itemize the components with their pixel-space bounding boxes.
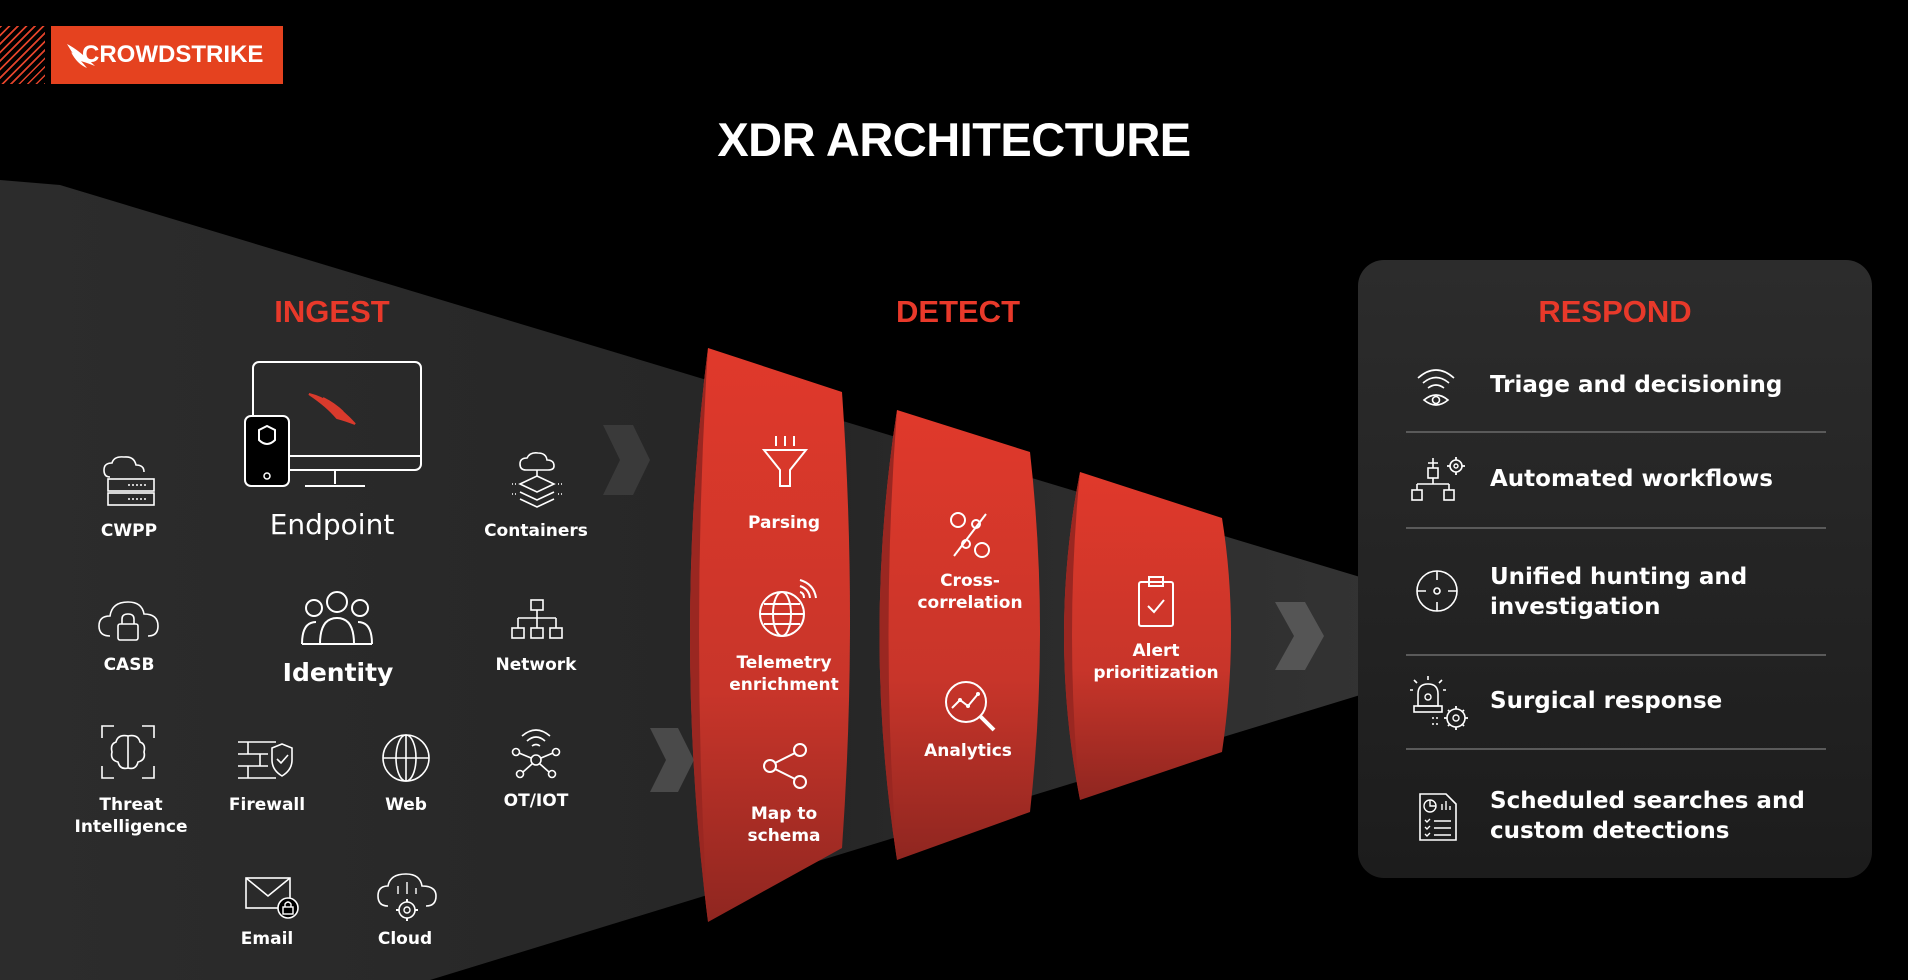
cloud-label: Cloud [377, 929, 433, 949]
ot-iot-network-icon [511, 729, 561, 779]
cross-correlation-percent-icon [950, 512, 990, 558]
report-checklist-icon [1419, 793, 1457, 841]
analytics-magnifier-icon [945, 681, 996, 732]
identity-label: Identity [282, 658, 394, 687]
web-label: Web [385, 795, 427, 815]
containers-stack-icon [512, 452, 562, 508]
falcon-logo-icon [67, 44, 95, 68]
chevron-arrow-3 [1275, 602, 1324, 670]
alert-prioritization-label: Alert prioritization [1093, 641, 1219, 683]
network-label: Network [495, 655, 577, 675]
threat-intelligence-label: Threat Intelligence [74, 795, 188, 837]
telemetry-globe-signal-icon [759, 579, 817, 637]
cwpp-cloud-server-icon [103, 456, 155, 506]
casb-cloud-lock-icon [98, 601, 159, 641]
respond-item-scheduled: Scheduled searches and custom detections [1490, 788, 1805, 844]
telemetry-enrichment-label: Telemetry enrichment [729, 653, 839, 695]
casb-label: CASB [103, 655, 155, 675]
parsing-label: Parsing [747, 513, 821, 533]
ot-iot-label: OT/IOT [503, 791, 569, 811]
alert-clipboard-check-icon [1138, 576, 1174, 627]
page-title: XDR ARCHITECTURE [717, 113, 1191, 166]
analytics-label: Analytics [924, 741, 1012, 761]
detect-title: DETECT [896, 294, 1020, 329]
respond-divider [1406, 431, 1826, 433]
web-globe-icon [382, 734, 430, 782]
parsing-funnel-icon [761, 436, 809, 487]
chevron-arrow-1 [603, 425, 650, 495]
funnel-stage-3 [1064, 472, 1231, 800]
respond-item-triage: Triage and decisioning [1490, 372, 1783, 398]
respond-divider [1406, 748, 1826, 750]
respond-panel [1358, 260, 1872, 878]
chevron-arrow-2 [650, 728, 694, 792]
email-lock-icon [245, 877, 299, 919]
respond-title: RESPOND [1538, 294, 1692, 329]
map-schema-share-icon [763, 743, 807, 789]
respond-divider [1406, 654, 1826, 656]
containers-label: Containers [484, 521, 588, 541]
firewall-shield-icon [238, 741, 293, 779]
respond-item-hunting: Unified hunting and investigation [1490, 564, 1748, 620]
respond-divider [1406, 527, 1826, 529]
cloud-gear-icon [377, 873, 437, 921]
respond-item-workflows: Automated workflows [1490, 466, 1773, 492]
funnel-stage-2 [879, 410, 1040, 860]
endpoint-devices-icon [244, 361, 422, 487]
cwpp-label: CWPP [100, 521, 158, 541]
endpoint-label: Endpoint [269, 508, 395, 541]
threat-intelligence-brain-icon [101, 725, 155, 779]
ingest-title: INGEST [274, 294, 390, 329]
crosshair-icon [1416, 570, 1458, 612]
email-label: Email [240, 929, 294, 949]
respond-item-surgical: Surgical response [1490, 688, 1723, 714]
alarm-gear-icon [1410, 676, 1468, 730]
identity-people-icon [301, 591, 373, 645]
workflow-gear-icon [1411, 457, 1465, 501]
logo-hatch-pattern [0, 26, 45, 84]
cross-correlation-label: Cross- correlation [917, 571, 1023, 613]
crowdstrike-logo: CROWDSTRIKE [51, 26, 283, 84]
network-tree-icon [511, 599, 563, 639]
funnel-stage-1 [690, 348, 850, 922]
map-to-schema-label: Map to schema [747, 804, 821, 846]
logo-text: CROWDSTRIKE [82, 41, 264, 68]
eye-signal-icon [1417, 369, 1455, 406]
firewall-label: Firewall [228, 795, 306, 815]
